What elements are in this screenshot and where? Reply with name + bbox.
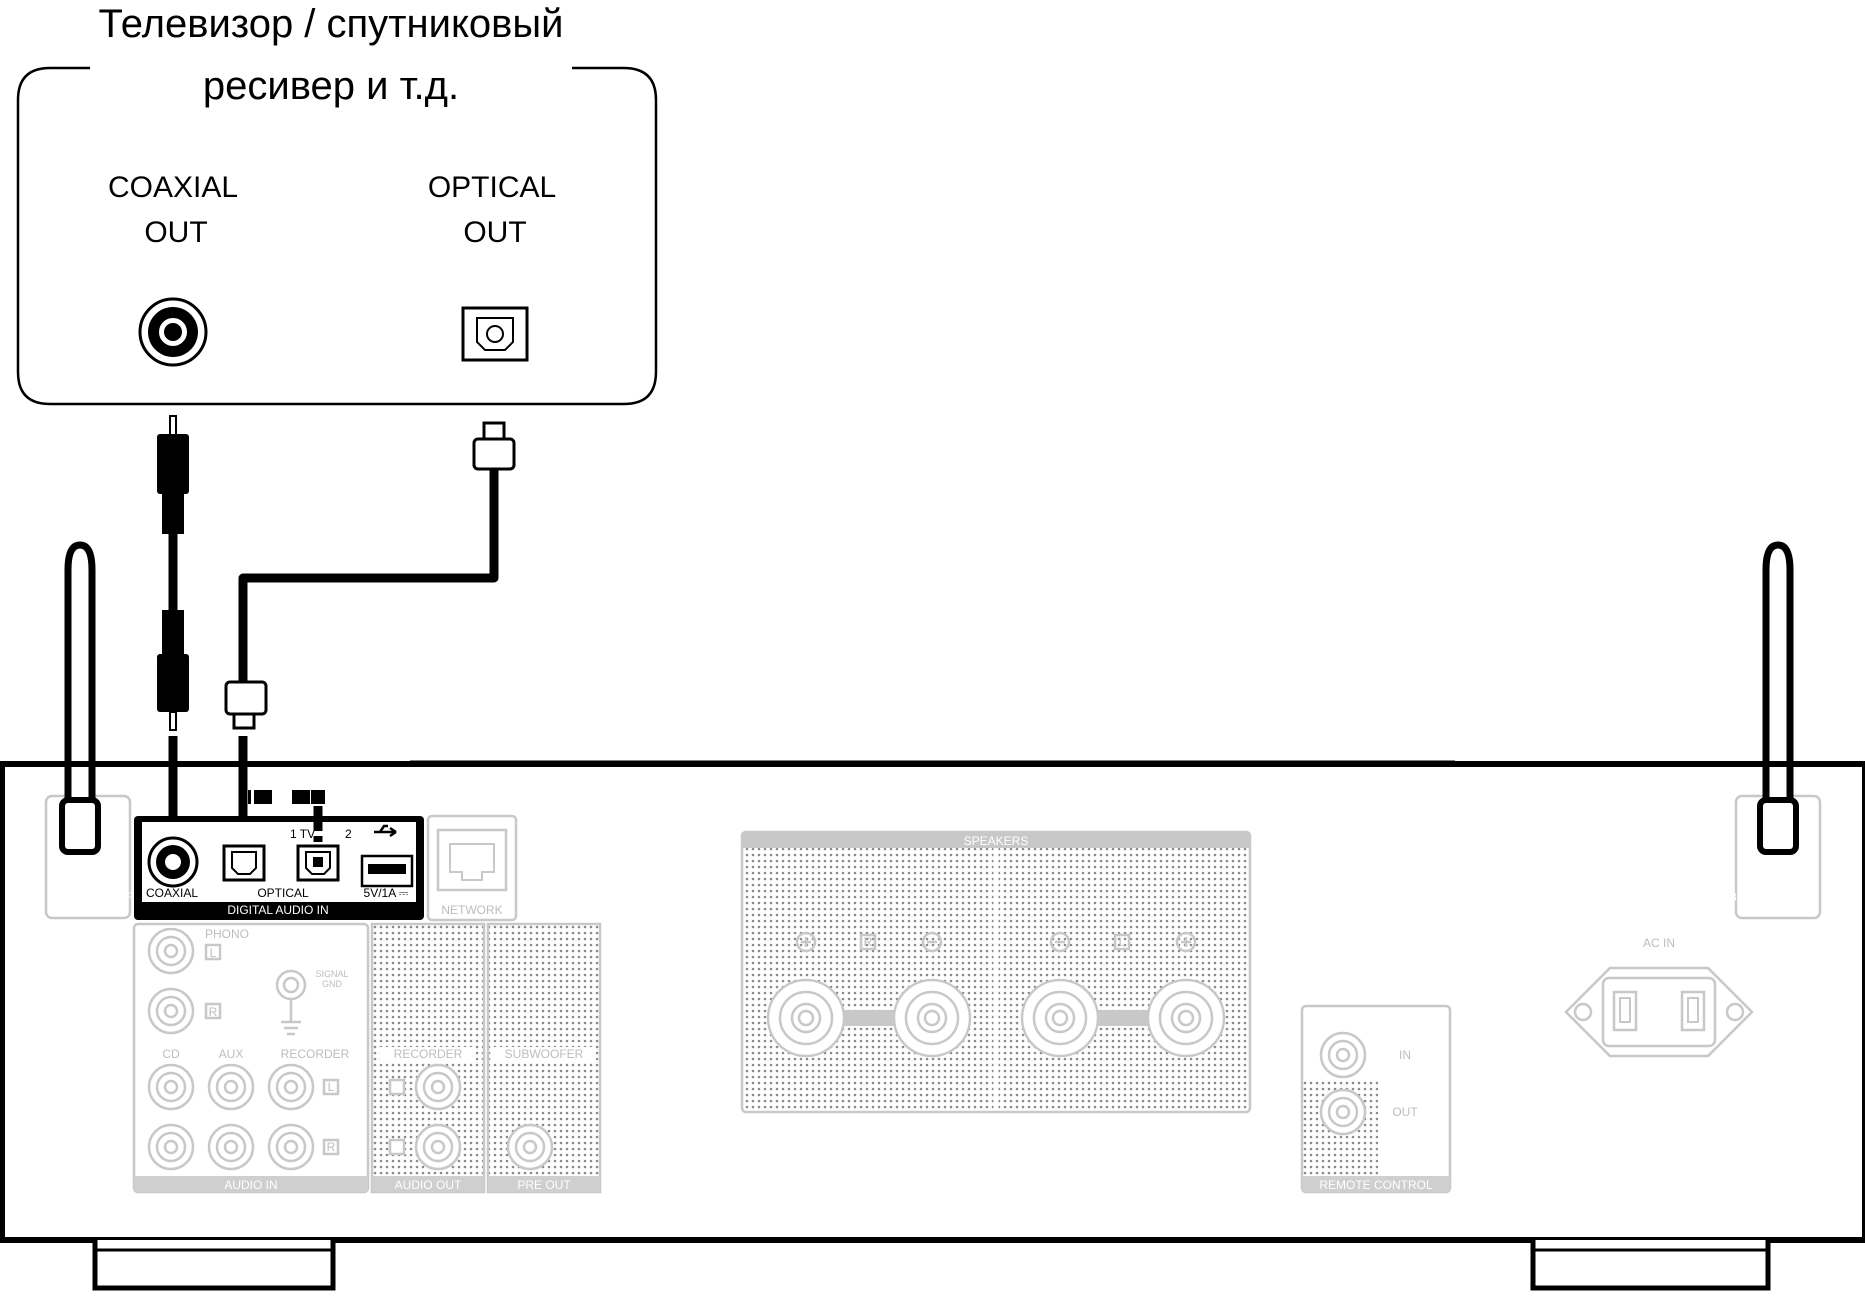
source-device: Телевизор / спутниковый ресивер и т.д. C… bbox=[16, 2, 658, 406]
network-label: NETWORK bbox=[441, 903, 502, 917]
recorder-out-label: RECORDER bbox=[394, 1047, 463, 1061]
input-1-tv-label: 1 TV bbox=[290, 827, 315, 841]
antenna-right-label-2: ANTENNA bbox=[1741, 902, 1798, 916]
coaxial-out-label-1: COAXIAL bbox=[108, 171, 238, 204]
digital-audio-in-section: 1 TV 2 COAXIAL OPTICAL 5V/1A ⎓ DIGITAL A… bbox=[134, 790, 424, 920]
ac-in-section: AC IN bbox=[1564, 936, 1754, 1058]
optical-out-label-1: OPTICAL bbox=[428, 171, 556, 204]
recorder-in-l-label: L bbox=[328, 1080, 335, 1094]
remote-in-label: IN bbox=[1399, 1048, 1411, 1062]
audio-out-section: RECORDER AUDIO OUT bbox=[370, 922, 486, 1194]
antenna-left-label-2: ANTENNA bbox=[65, 902, 122, 916]
usb-label: 5V/1A ⎓ bbox=[364, 886, 409, 900]
signal-gnd-label-2: GND bbox=[322, 979, 343, 989]
phono-r-label: R bbox=[209, 1005, 218, 1019]
receiver-rear-panel bbox=[0, 760, 1865, 1291]
coaxial-in-jack[interactable] bbox=[147, 836, 199, 888]
audio-in-section: PHONO L R SIGNAL GND CD AUX RECORDER L R… bbox=[132, 922, 370, 1194]
input-2-label: 2 bbox=[345, 827, 352, 841]
network-section: NETWORK bbox=[426, 814, 518, 922]
aux-label: AUX bbox=[219, 1047, 244, 1061]
recorder-in-r-label: R bbox=[327, 1140, 336, 1154]
ac-inlet[interactable] bbox=[1601, 976, 1717, 1048]
audio-in-label: AUDIO IN bbox=[224, 1178, 277, 1192]
digital-audio-in-label: DIGITAL AUDIO IN bbox=[227, 903, 328, 917]
source-title-line1: Телевизор / спутниковый bbox=[99, 2, 564, 46]
optical-out-label-2: OUT bbox=[463, 216, 526, 249]
audio-out-label: AUDIO OUT bbox=[395, 1178, 462, 1192]
remote-out-label: OUT bbox=[1392, 1105, 1418, 1119]
speakers-label: SPEAKERS bbox=[964, 834, 1029, 848]
pre-out-label: PRE OUT bbox=[517, 1178, 571, 1192]
speaker-r-label: R bbox=[864, 935, 873, 949]
coaxial-out-label-2: OUT bbox=[144, 216, 207, 249]
source-title-line2: ресивер и т.д. bbox=[203, 64, 459, 108]
remote-control-label: REMOTE CONTROL bbox=[1319, 1178, 1433, 1192]
speaker-l-label: L bbox=[1119, 935, 1126, 949]
optical-in-2-jack[interactable] bbox=[296, 844, 340, 882]
phono-label: PHONO bbox=[205, 927, 249, 941]
antenna-right: Bluetooth/Wi-Fi ANTENNA bbox=[1729, 541, 1822, 920]
phono-l-label: L bbox=[210, 946, 217, 960]
antenna-left: Bluetooth/Wi-Fi ANTENNA bbox=[44, 541, 135, 920]
signal-gnd-label-1: SIGNAL bbox=[315, 969, 348, 979]
optical-cable bbox=[224, 421, 516, 856]
speakers-section: SPEAKERS R L bbox=[740, 830, 1252, 1114]
cd-label: CD bbox=[162, 1047, 180, 1061]
coaxial-cable bbox=[157, 415, 189, 870]
recorder-in-label: RECORDER bbox=[281, 1047, 350, 1061]
ethernet-port[interactable] bbox=[449, 843, 495, 881]
optical-in-1-jack[interactable] bbox=[222, 844, 266, 882]
subwoofer-label: SUBWOOFER bbox=[505, 1047, 584, 1061]
pre-out-section: SUBWOOFER PRE OUT bbox=[486, 922, 602, 1194]
usb-icon bbox=[374, 824, 397, 838]
antenna-right-label-1: Bluetooth/Wi-Fi bbox=[1729, 890, 1811, 904]
coaxial-out-jack[interactable] bbox=[138, 297, 208, 367]
optical-in-label: OPTICAL bbox=[257, 886, 309, 900]
usb-port[interactable] bbox=[360, 824, 414, 888]
remote-control-section: IN OUT REMOTE CONTROL bbox=[1300, 1004, 1452, 1194]
ac-in-label: AC IN bbox=[1643, 936, 1675, 950]
coaxial-in-label: COAXIAL bbox=[146, 886, 198, 900]
antenna-left-label-1: Bluetooth/Wi-Fi bbox=[53, 890, 135, 904]
optical-out-jack[interactable] bbox=[461, 306, 529, 362]
